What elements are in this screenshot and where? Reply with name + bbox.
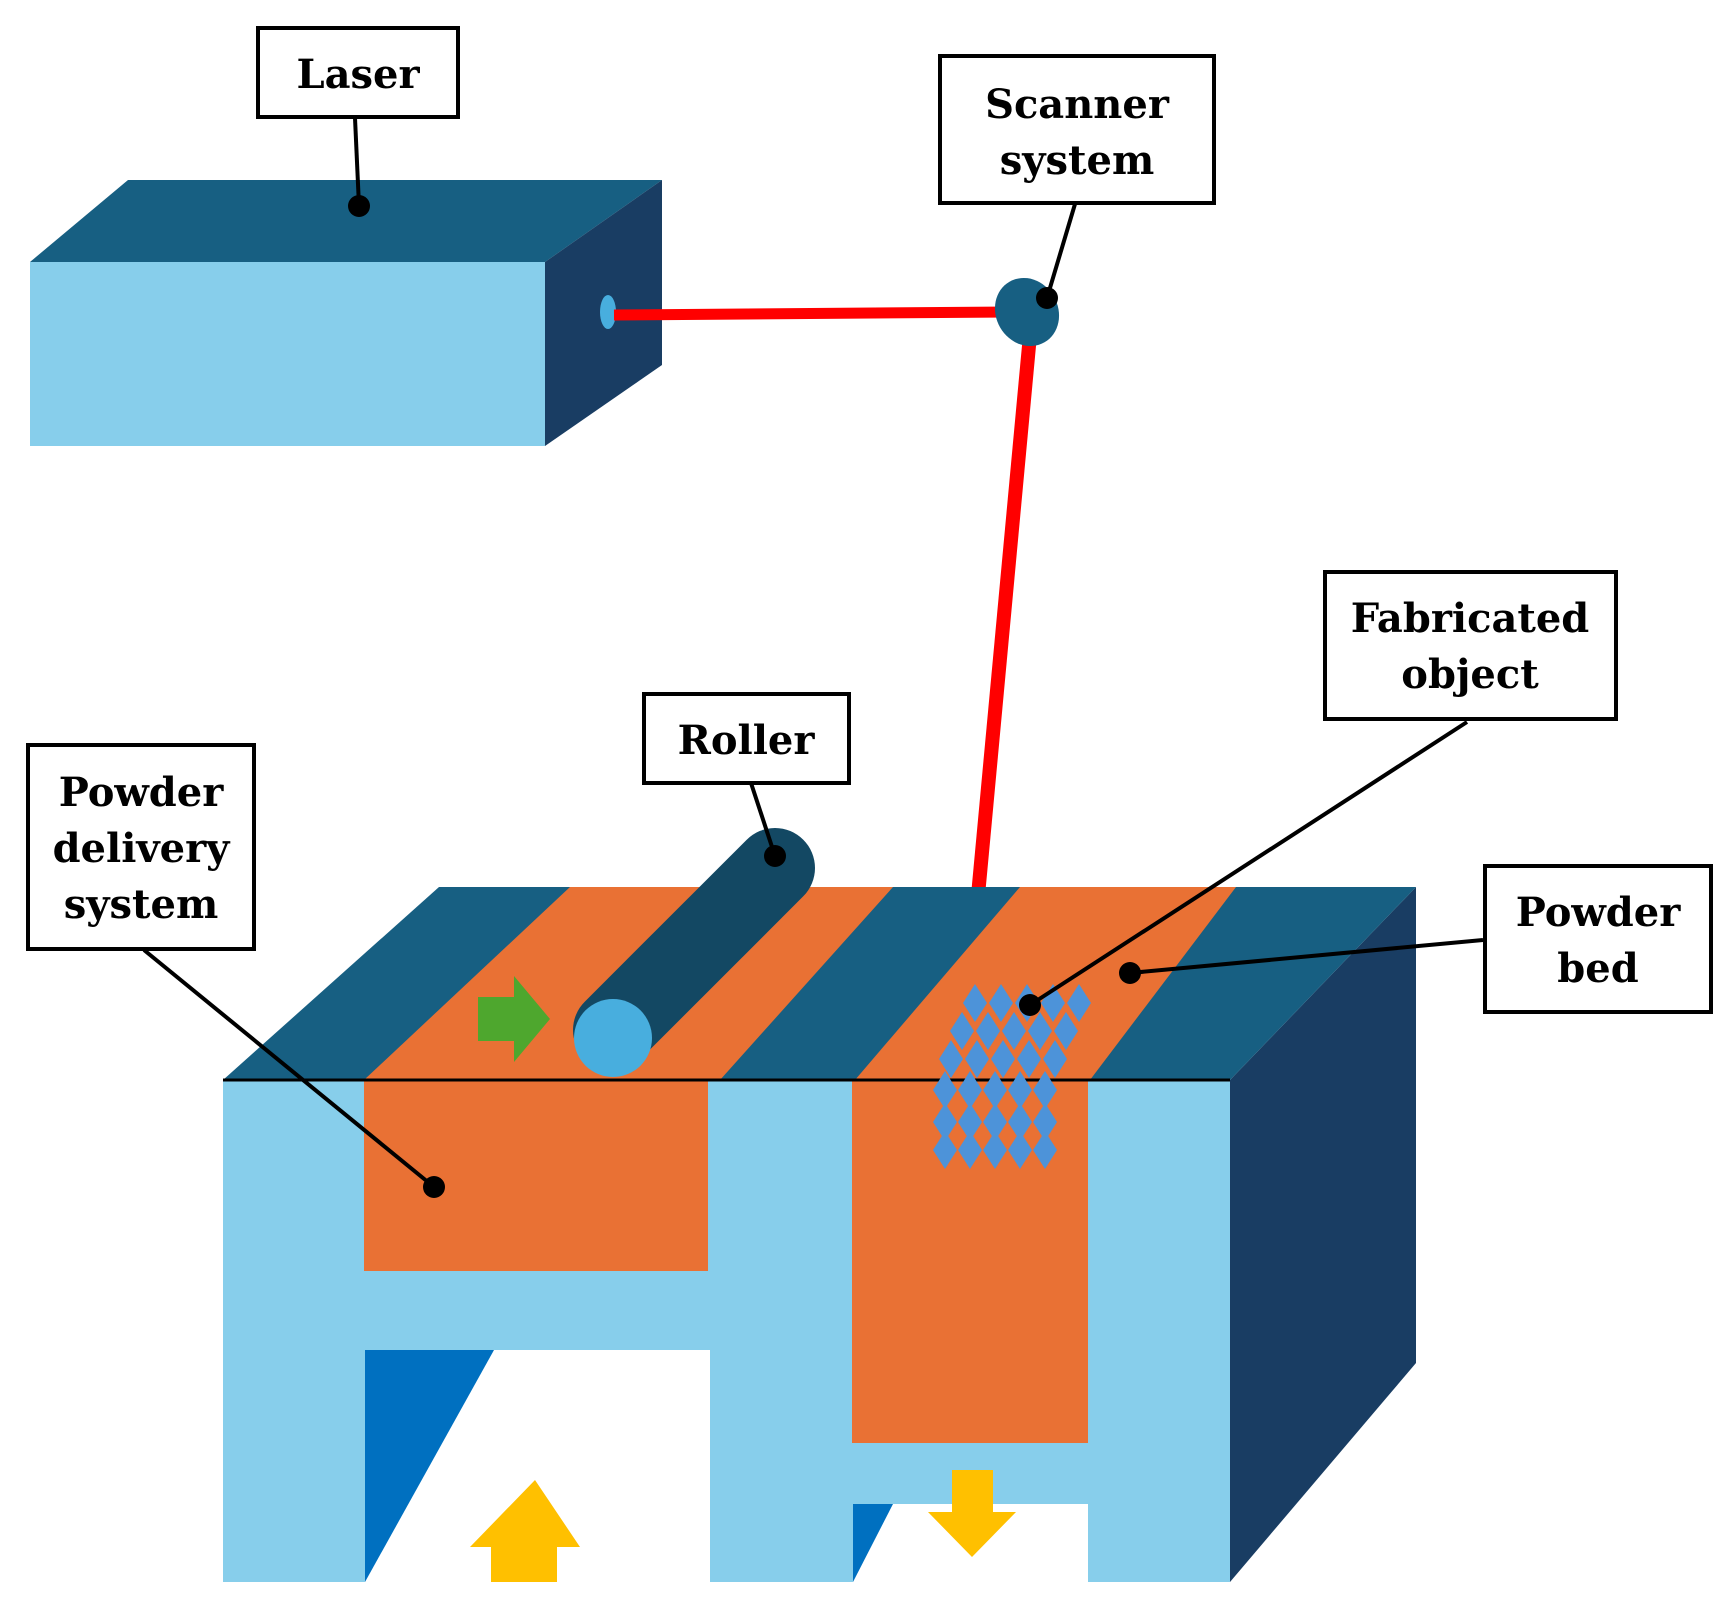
fabricated-diamond (1017, 1040, 1041, 1078)
svg-text:Powder: Powder (1516, 889, 1682, 936)
fabricated-diamond (1028, 1012, 1052, 1050)
leader-fabricated (1028, 720, 1469, 1007)
svg-text:delivery: delivery (53, 825, 232, 872)
fabricated-diamond (1008, 1071, 1032, 1109)
machine-body (223, 887, 1416, 1582)
roller (573, 828, 815, 1077)
fabricated-diamond (976, 1012, 1000, 1050)
leader-dot-powder-bed (1119, 962, 1141, 984)
fabricated-diamond (958, 1103, 982, 1141)
fabricated-diamond (965, 1040, 989, 1078)
leader-powder-bed (1129, 938, 1484, 975)
arrow-up-icon (470, 1480, 580, 1582)
label-powder-bed: Powder bed (1483, 864, 1713, 1014)
leader-dot-scanner (1036, 287, 1058, 309)
leader-dot-fabricated (1019, 994, 1041, 1016)
fabricated-diamond (983, 1071, 1007, 1109)
svg-text:bed: bed (1557, 945, 1638, 992)
leader-roller (749, 782, 777, 857)
fabricated-diamond (1002, 1012, 1026, 1050)
fabricated-diamond (958, 1131, 982, 1169)
arrow-right-icon (478, 976, 550, 1062)
leader-scanner (1045, 203, 1077, 299)
fabricated-diamond (983, 1131, 1007, 1169)
svg-text:Fabricated: Fabricated (1351, 595, 1590, 642)
svg-text:Powder: Powder (59, 769, 225, 816)
fabricated-diamond (1033, 1071, 1057, 1109)
roller-end-cap (574, 999, 652, 1077)
fabricated-diamond (983, 1103, 1007, 1141)
laser-top-face (30, 180, 662, 262)
fabricated-diamond (1054, 1012, 1078, 1050)
label-laser: Laser (256, 26, 460, 119)
laser-front-face (30, 262, 545, 446)
leader-dot-powder-delivery (423, 1176, 445, 1198)
svg-text:object: object (1401, 651, 1539, 698)
fabricated-diamond (991, 1040, 1015, 1078)
machine-right-face (1230, 887, 1416, 1582)
delivery-chamber-powder (364, 1080, 708, 1271)
fabricated-diamond (958, 1071, 982, 1109)
svg-text:Scanner: Scanner (985, 81, 1170, 128)
svg-text:Roller: Roller (678, 717, 816, 764)
fabricated-diamond (1033, 1131, 1057, 1169)
scanner-mirror (994, 277, 1060, 347)
svg-text:system: system (1000, 137, 1155, 184)
laser-beam-horizontal (613, 306, 1011, 321)
svg-text:Laser: Laser (296, 51, 420, 98)
fabricated-diamond (933, 1131, 957, 1169)
fabricated-diamond (950, 1012, 974, 1050)
laser-unit (30, 180, 662, 446)
build-opening-shadow (853, 1504, 893, 1582)
fabricated-diamond (933, 1103, 957, 1141)
label-fabricated-object: Fabricated object (1323, 570, 1618, 721)
leader-powder-delivery (142, 948, 436, 1189)
fabricated-diamond (1008, 1103, 1032, 1141)
fabricated-diamond (939, 1040, 963, 1078)
arrow-down-icon (928, 1470, 1016, 1557)
label-powder-delivery-system: Powder delivery system (26, 743, 256, 951)
fabricated-diamond (1033, 1103, 1057, 1141)
fabricated-diamond (1043, 1040, 1067, 1078)
laser-aperture (600, 295, 616, 329)
leader-dot-roller (764, 845, 786, 867)
fabricated-diamond (963, 984, 987, 1022)
leader-laser (353, 117, 361, 207)
fabricated-diamond (933, 1071, 957, 1109)
fabricated-diamond (1067, 984, 1091, 1022)
delivery-opening-shadow (365, 1350, 494, 1582)
label-roller: Roller (642, 692, 851, 785)
leader-lines (142, 117, 1484, 1198)
roller-body (573, 828, 815, 1070)
svg-text:system: system (64, 881, 219, 928)
leader-dot-laser (348, 195, 370, 217)
fabricated-diamond (1008, 1131, 1032, 1169)
label-scanner-system: Scanner system (938, 54, 1216, 205)
fabricated-diamond (989, 984, 1013, 1022)
